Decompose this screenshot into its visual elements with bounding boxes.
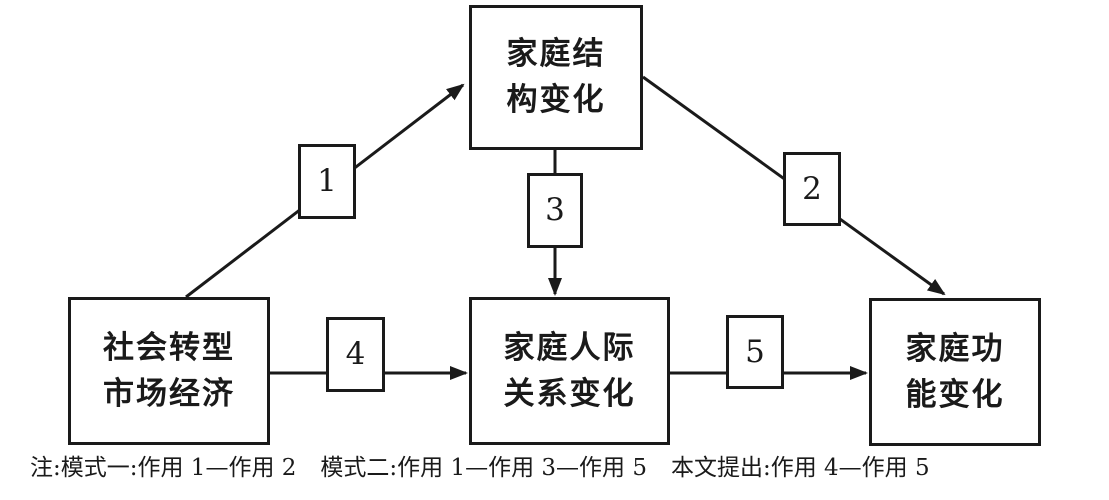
node-label-line: 家庭人际	[503, 329, 636, 366]
node-label-line: 家庭结	[506, 36, 606, 72]
node-label-line: 能变化	[905, 376, 1005, 413]
node-label-line: 社会转型	[103, 329, 235, 366]
edge-label-text: 3	[545, 192, 565, 228]
footnote-segment-proposed: 本文提出:作用 4—作用 5	[670, 455, 930, 481]
footnote-segment-pattern-1: 注:模式一:作用 1—作用 2	[30, 455, 297, 481]
node-family-function-change: 家庭功 能变化	[869, 298, 1041, 446]
edge-label-text: 1	[317, 163, 337, 199]
edge-label-2: 2	[783, 152, 841, 226]
edge-label-4: 4	[326, 317, 385, 392]
edge-label-text: 2	[802, 170, 822, 207]
edge-label-text: 5	[745, 333, 765, 370]
edge-label-1: 1	[298, 144, 356, 219]
node-family-interpersonal-relations-change: 家庭人际 关系变化	[469, 297, 670, 445]
node-label-line: 关系变化	[503, 375, 636, 412]
edge-label-5: 5	[726, 315, 784, 389]
edge-label-3: 3	[527, 173, 583, 248]
node-label-line: 市场经济	[103, 375, 235, 412]
node-label-line: 构变化	[506, 82, 606, 118]
edge-label-text: 4	[345, 336, 366, 372]
footnote: 注:模式一:作用 1—作用 2 模式二:作用 1—作用 3—作用 5 本文提出:…	[30, 452, 1100, 484]
node-social-transition-market-economy: 社会转型 市场经济	[68, 297, 270, 445]
footnote-segment-pattern-2: 模式二:作用 1—作用 3—作用 5	[320, 455, 647, 481]
node-label-line: 家庭功	[905, 330, 1005, 367]
node-family-structure-change: 家庭结 构变化	[469, 5, 643, 150]
